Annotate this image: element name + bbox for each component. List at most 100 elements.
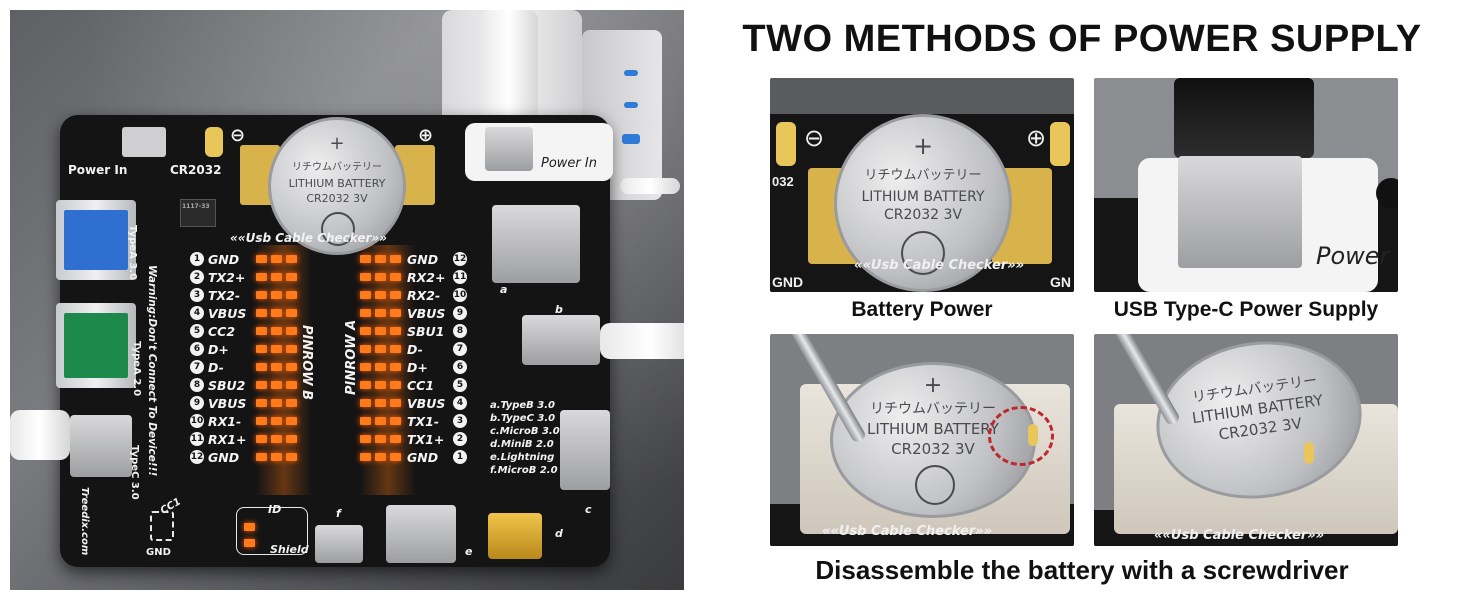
- led-indicator: [286, 345, 297, 353]
- pin-leds: [254, 309, 299, 317]
- usb-c-cable-left: [10, 410, 70, 460]
- led-indicator: [256, 363, 267, 371]
- pin-name: VBUS: [407, 305, 446, 321]
- led-indicator: [271, 417, 282, 425]
- port-letter-a: a: [500, 283, 508, 296]
- led-indicator: [360, 327, 371, 335]
- led-indicator: [375, 255, 386, 263]
- pin-leds: [358, 309, 403, 317]
- id-led: [244, 523, 255, 531]
- charger-cable: [620, 178, 680, 194]
- thumb1-pad-left: [776, 122, 796, 166]
- led-indicator: [360, 345, 371, 353]
- pin-leds: [254, 273, 299, 281]
- step1-checker-label: ««Usb Cable Checker»»: [822, 524, 993, 539]
- led-indicator: [375, 291, 386, 299]
- highlight-circle: [988, 406, 1054, 466]
- pin-leds: [358, 327, 403, 335]
- led-indicator: [256, 309, 267, 317]
- thumb1-recycle-icon: [901, 231, 945, 275]
- pin-row-item: D+6: [358, 358, 498, 376]
- pin-name: VBUS: [208, 305, 247, 321]
- coin-jp-text: リチウムバッテリー: [292, 162, 382, 173]
- led-indicator: [390, 417, 401, 425]
- coin-plus: +: [329, 133, 345, 154]
- pin-name: TX2-: [208, 287, 241, 303]
- step1-coin-model: CR2032 3V: [891, 440, 975, 458]
- port-letter-d: d: [555, 527, 563, 540]
- step1-coin-jp: リチウムバッテリー: [870, 401, 996, 417]
- mounting-hole: [1376, 178, 1398, 208]
- pin-name: D+: [208, 341, 229, 357]
- pin-leds: [254, 327, 299, 335]
- led-indicator: [375, 327, 386, 335]
- coin-model-text: CR2032 3V: [306, 192, 368, 205]
- pin-name: SBU1: [407, 323, 445, 339]
- led-indicator: [375, 381, 386, 389]
- gnd-label: GND: [146, 547, 171, 558]
- id-label: ID: [268, 503, 282, 516]
- led-indicator: [271, 273, 282, 281]
- shield-label: Shield: [270, 543, 309, 556]
- pin-name: GND: [407, 251, 439, 267]
- pin-number: 11: [190, 432, 204, 446]
- led-indicator: [375, 309, 386, 317]
- pin-leds: [358, 273, 403, 281]
- led-indicator: [360, 435, 371, 443]
- pin-number: 9: [453, 306, 467, 320]
- pin-name: CC1: [407, 377, 435, 393]
- power-in-plate: Power In: [465, 123, 613, 181]
- led-indicator: [286, 363, 297, 371]
- power-in-right-label: Power In: [541, 156, 597, 171]
- led-indicator: [360, 381, 371, 389]
- pin-leds: [254, 381, 299, 389]
- shield-led: [244, 539, 255, 547]
- bottom-caption: Disassemble the battery with a screwdriv…: [815, 555, 1349, 585]
- led-indicator: [256, 255, 267, 263]
- regulator-chip: [180, 199, 216, 227]
- thumb1-coin-lithium: LITHIUM BATTERY: [861, 189, 985, 205]
- thumb1-gnd-left: GND: [772, 274, 804, 290]
- led-indicator: [375, 345, 386, 353]
- led-indicator: [286, 381, 297, 389]
- cc-pad-box: [150, 511, 174, 541]
- led-indicator: [256, 345, 267, 353]
- chip-label: 1117-33: [182, 203, 210, 210]
- usb-cable-checker-board: Power In CR2032 ⊖ ⊕ + リチウムバッテリー LITHIUM …: [56, 115, 684, 567]
- pin-row-item: RX2+11: [358, 268, 498, 286]
- pin-leds: [358, 381, 403, 389]
- type-c3-label: TypeC 3.0: [129, 445, 140, 500]
- pin-row-item: TX1-3: [358, 412, 498, 430]
- battery-power-caption: Battery Power: [851, 298, 993, 321]
- step1-coin-lithium: LITHIUM BATTERY: [867, 420, 999, 438]
- port-letter-f: f: [336, 507, 341, 520]
- pin-name: RX2-: [407, 287, 441, 303]
- led-indicator: [390, 381, 401, 389]
- usb-c-port-b: [522, 315, 600, 365]
- pin-leds: [254, 363, 299, 371]
- led-indicator: [390, 435, 401, 443]
- pin-leds: [254, 417, 299, 425]
- micro-b3-port: [560, 410, 610, 490]
- headline: TWO METHODS OF POWER SUPPLY: [742, 18, 1422, 60]
- step2-checker-label: ««Usb Cable Checker»»: [1154, 528, 1325, 543]
- thumb1-minus: ⊖: [804, 124, 825, 152]
- step1-coin-plus: +: [923, 373, 943, 398]
- thumb1-chip-label: 032: [772, 174, 794, 189]
- led-indicator: [286, 435, 297, 443]
- coin-battery: + リチウムバッテリー LITHIUM BATTERY CR2032 3V: [268, 117, 406, 255]
- pin-number: 3: [453, 414, 467, 428]
